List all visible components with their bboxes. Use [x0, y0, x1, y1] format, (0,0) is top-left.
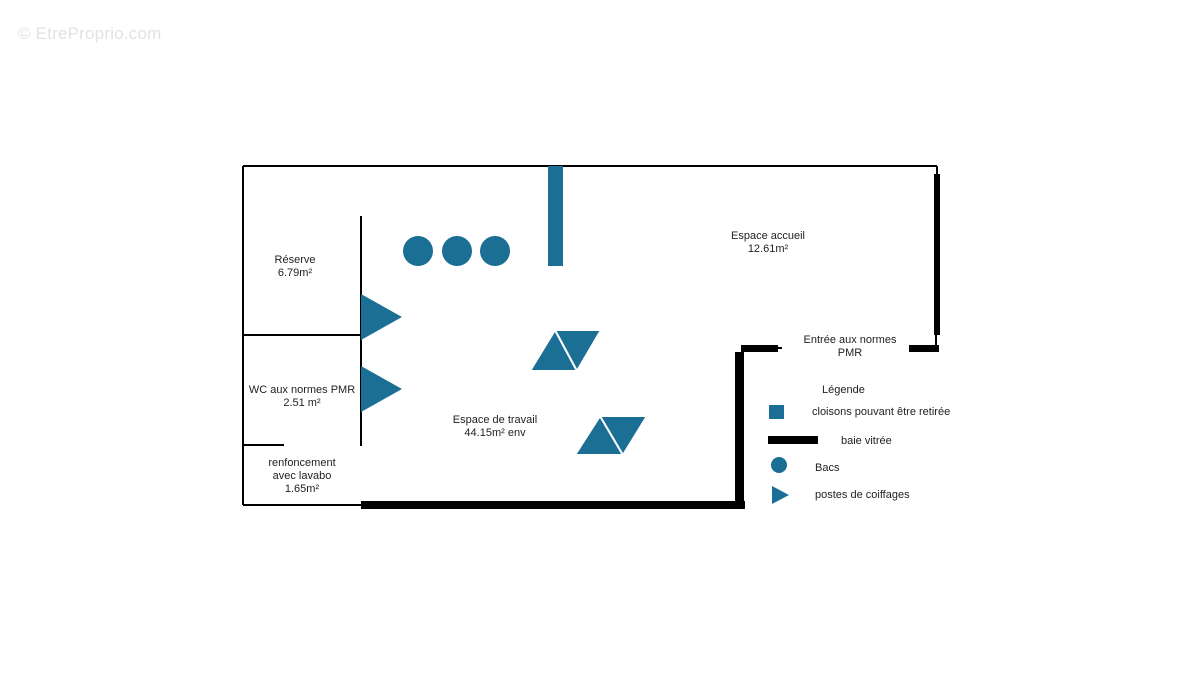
legend-bar-icon	[768, 436, 818, 444]
legend-circle-icon	[771, 457, 787, 473]
legend-title: Légende	[822, 384, 865, 396]
room-wc-area: 2.51 m²	[283, 397, 321, 409]
room-accueil-name: Espace accueil	[731, 230, 805, 242]
glass-bay-right	[934, 174, 940, 335]
room-accueil-area: 12.61m²	[747, 243, 789, 255]
entrance-line1: Entrée aux normes	[803, 334, 897, 346]
room-renfoncement-line2: avec lavabo	[272, 470, 332, 482]
basin-1	[403, 236, 433, 266]
glass-bays	[361, 174, 940, 509]
room-reserve-area: 6.79m²	[277, 267, 313, 279]
legend-label-glass: baie vitrée	[841, 435, 892, 447]
room-wc-name: WC aux normes PMR	[248, 384, 356, 396]
station-center-1b	[553, 329, 603, 374]
removable-partition	[548, 166, 563, 266]
room-reserve-name: Réserve	[274, 254, 316, 266]
wall-stations	[361, 294, 402, 412]
legend-square-icon	[769, 405, 784, 419]
room-travail-area: 44.15m² env	[464, 427, 526, 439]
legend-label-basins: Bacs	[815, 462, 840, 474]
basin-3	[480, 236, 510, 266]
legend-label-partition: cloisons pouvant être retirée	[812, 406, 951, 418]
room-reserve-label: Réserve 6.79m²	[245, 254, 345, 280]
room-travail-label: Espace de travail 44.15m² env	[440, 414, 550, 440]
basins	[403, 236, 510, 266]
room-accueil-label: Espace accueil 12.61m²	[718, 230, 818, 256]
room-renfoncement-area: 1.65m²	[284, 483, 320, 495]
legend-symbols	[768, 405, 818, 504]
room-travail-name: Espace de travail	[452, 414, 538, 426]
basin-2	[442, 236, 472, 266]
center-stations	[528, 327, 649, 457]
station-center-2b	[598, 415, 649, 457]
station-wall-2	[361, 366, 402, 412]
legend-triangle-icon	[772, 486, 789, 504]
entrance-line2: PMR	[837, 347, 863, 359]
glass-bay-entrance-left	[741, 345, 778, 352]
glass-bay-inner-right	[735, 352, 744, 509]
room-renfoncement-line1: renfoncement	[268, 457, 336, 469]
room-renfoncement-label: renfoncement avec lavabo 1.65m²	[252, 457, 352, 496]
glass-bay-entrance-right	[909, 345, 939, 352]
glass-bay-bottom	[361, 501, 745, 509]
entrance-label: Entrée aux normes PMR	[795, 334, 905, 360]
watermark: © EtreProprio.com	[18, 24, 162, 43]
room-wc-label: WC aux normes PMR 2.51 m²	[246, 384, 358, 410]
legend-label-stations: postes de coiffages	[815, 489, 910, 501]
station-wall-1	[361, 294, 402, 340]
